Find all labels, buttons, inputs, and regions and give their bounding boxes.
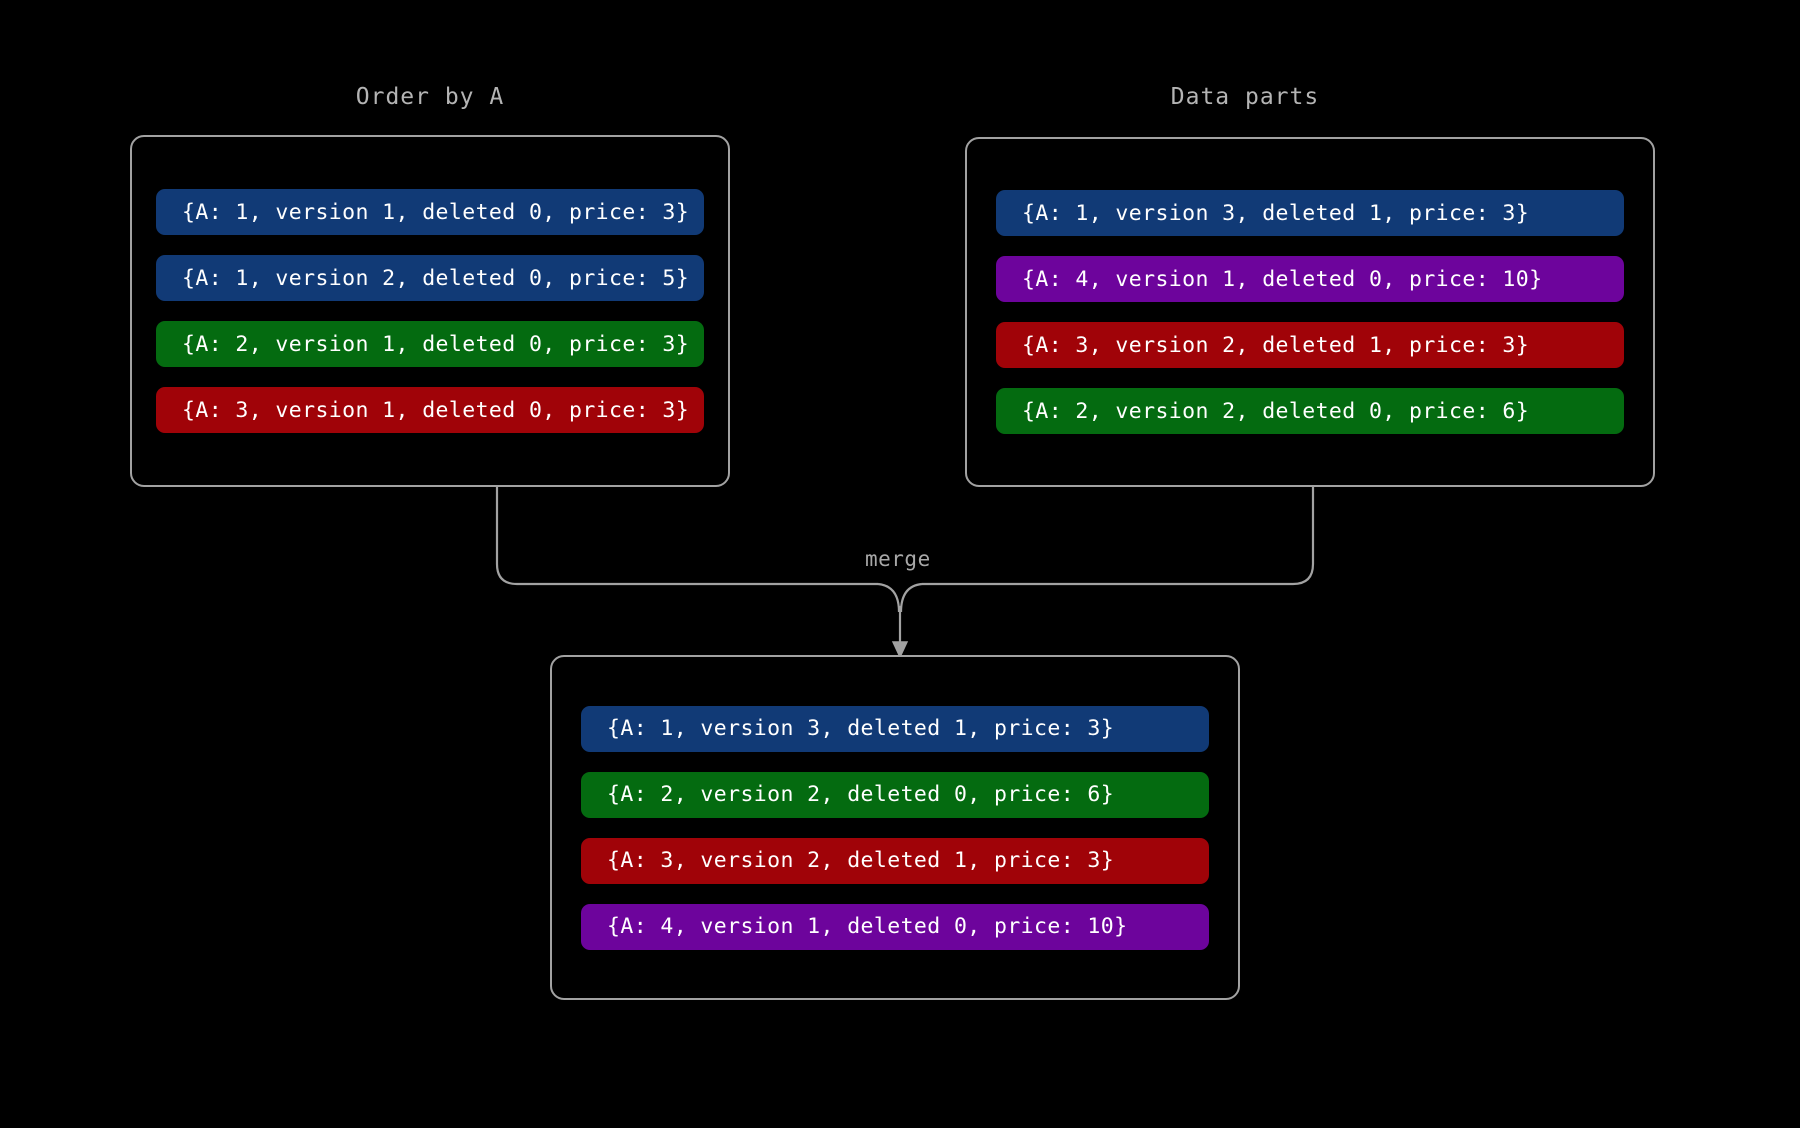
panel-data-parts: {A: 1, version 3, deleted 1, price: 3} {… (965, 137, 1655, 487)
record-row[interactable]: {A: 1, version 3, deleted 1, price: 3} (581, 705, 1209, 752)
edge-merge-join-right (899, 582, 923, 613)
edge-merge-join-left (877, 582, 901, 613)
record-row[interactable]: {A: 2, version 2, deleted 0, price: 6} (996, 388, 1624, 434)
panel-order-by-a: {A: 1, version 1, deleted 0, price: 3} {… (130, 135, 730, 487)
edge-from-data-parts (922, 486, 1315, 586)
record-list-merged: {A: 1, version 3, deleted 1, price: 3} {… (581, 705, 1209, 950)
panel-merged-result: {A: 1, version 3, deleted 1, price: 3} {… (550, 655, 1240, 1000)
record-row[interactable]: {A: 1, version 3, deleted 1, price: 3} (996, 190, 1624, 236)
record-row[interactable]: {A: 3, version 2, deleted 1, price: 3} (996, 322, 1624, 368)
merge-edge-label: merge (857, 545, 939, 573)
record-row[interactable]: {A: 4, version 1, deleted 0, price: 10} (996, 256, 1624, 302)
record-list-data-parts: {A: 1, version 3, deleted 1, price: 3} {… (996, 190, 1624, 434)
group-title-order-by-a: Order by A (355, 84, 505, 110)
record-row[interactable]: {A: 2, version 1, deleted 0, price: 3} (156, 321, 704, 367)
record-row[interactable]: {A: 1, version 2, deleted 0, price: 5} (156, 255, 704, 301)
record-list-order-by-a: {A: 1, version 1, deleted 0, price: 3} {… (156, 189, 704, 433)
record-row[interactable]: {A: 4, version 1, deleted 0, price: 10} (581, 903, 1209, 950)
edge-from-order-by-a (495, 486, 878, 586)
record-row[interactable]: {A: 3, version 1, deleted 0, price: 3} (156, 387, 704, 433)
record-row[interactable]: {A: 3, version 2, deleted 1, price: 3} (581, 837, 1209, 884)
record-row[interactable]: {A: 1, version 1, deleted 0, price: 3} (156, 189, 704, 235)
record-row[interactable]: {A: 2, version 2, deleted 0, price: 6} (581, 771, 1209, 818)
group-title-data-parts: Data parts (1170, 84, 1320, 110)
